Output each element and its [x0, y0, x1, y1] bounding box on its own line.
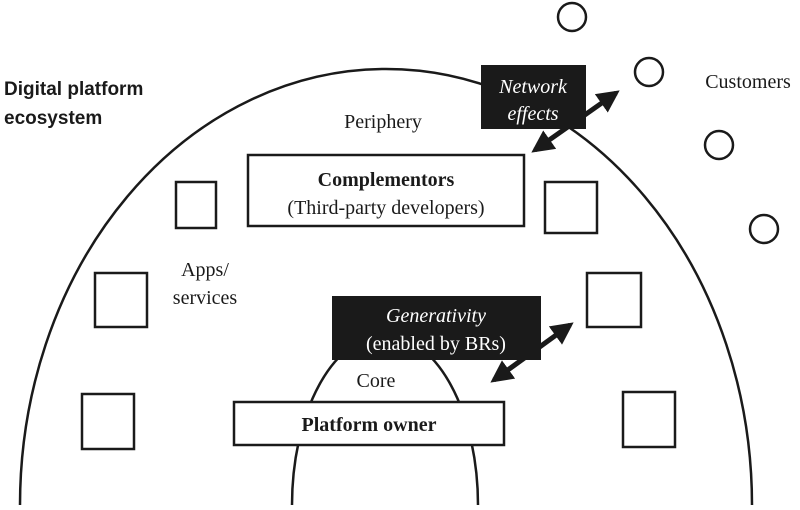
app-square-icon	[585, 271, 643, 329]
ecosystem-boundary	[18, 67, 754, 506]
generativity-box	[332, 296, 541, 360]
platform-owner-box	[232, 400, 506, 447]
apps-label-line-2: services	[173, 287, 238, 309]
app-square-icon	[543, 180, 599, 235]
periphery-label: Periphery	[344, 111, 422, 133]
app-square-icon	[80, 392, 136, 451]
ecosystem-title-line-1: Digital platform	[4, 79, 143, 100]
customers-label: Customers	[705, 71, 791, 93]
core-label: Core	[357, 370, 396, 392]
customer-circle-icon	[633, 56, 665, 88]
complementors-title: Complementors	[318, 169, 455, 191]
generativity-line-2: (enabled by BRs)	[366, 333, 506, 355]
customer-circle-icon	[703, 129, 735, 161]
complementors-subtitle: (Third-party developers)	[287, 197, 484, 219]
ecosystem-title-line-2: ecosystem	[4, 108, 102, 129]
app-square-icon	[93, 271, 149, 329]
generativity-line-1: Generativity	[386, 305, 486, 327]
network-effects-line-1: Network	[498, 76, 568, 98]
platform-owner-label: Platform owner	[302, 414, 437, 436]
app-square-icon	[621, 390, 677, 449]
app-square-icon	[174, 180, 218, 230]
network-effects-line-2: effects	[507, 103, 558, 125]
network-effects-box	[481, 65, 586, 129]
customer-circle-icon	[556, 1, 588, 33]
customer-circle-icon	[748, 213, 780, 245]
complementors-box	[246, 153, 526, 228]
apps-label-line-1: Apps/	[181, 259, 229, 281]
